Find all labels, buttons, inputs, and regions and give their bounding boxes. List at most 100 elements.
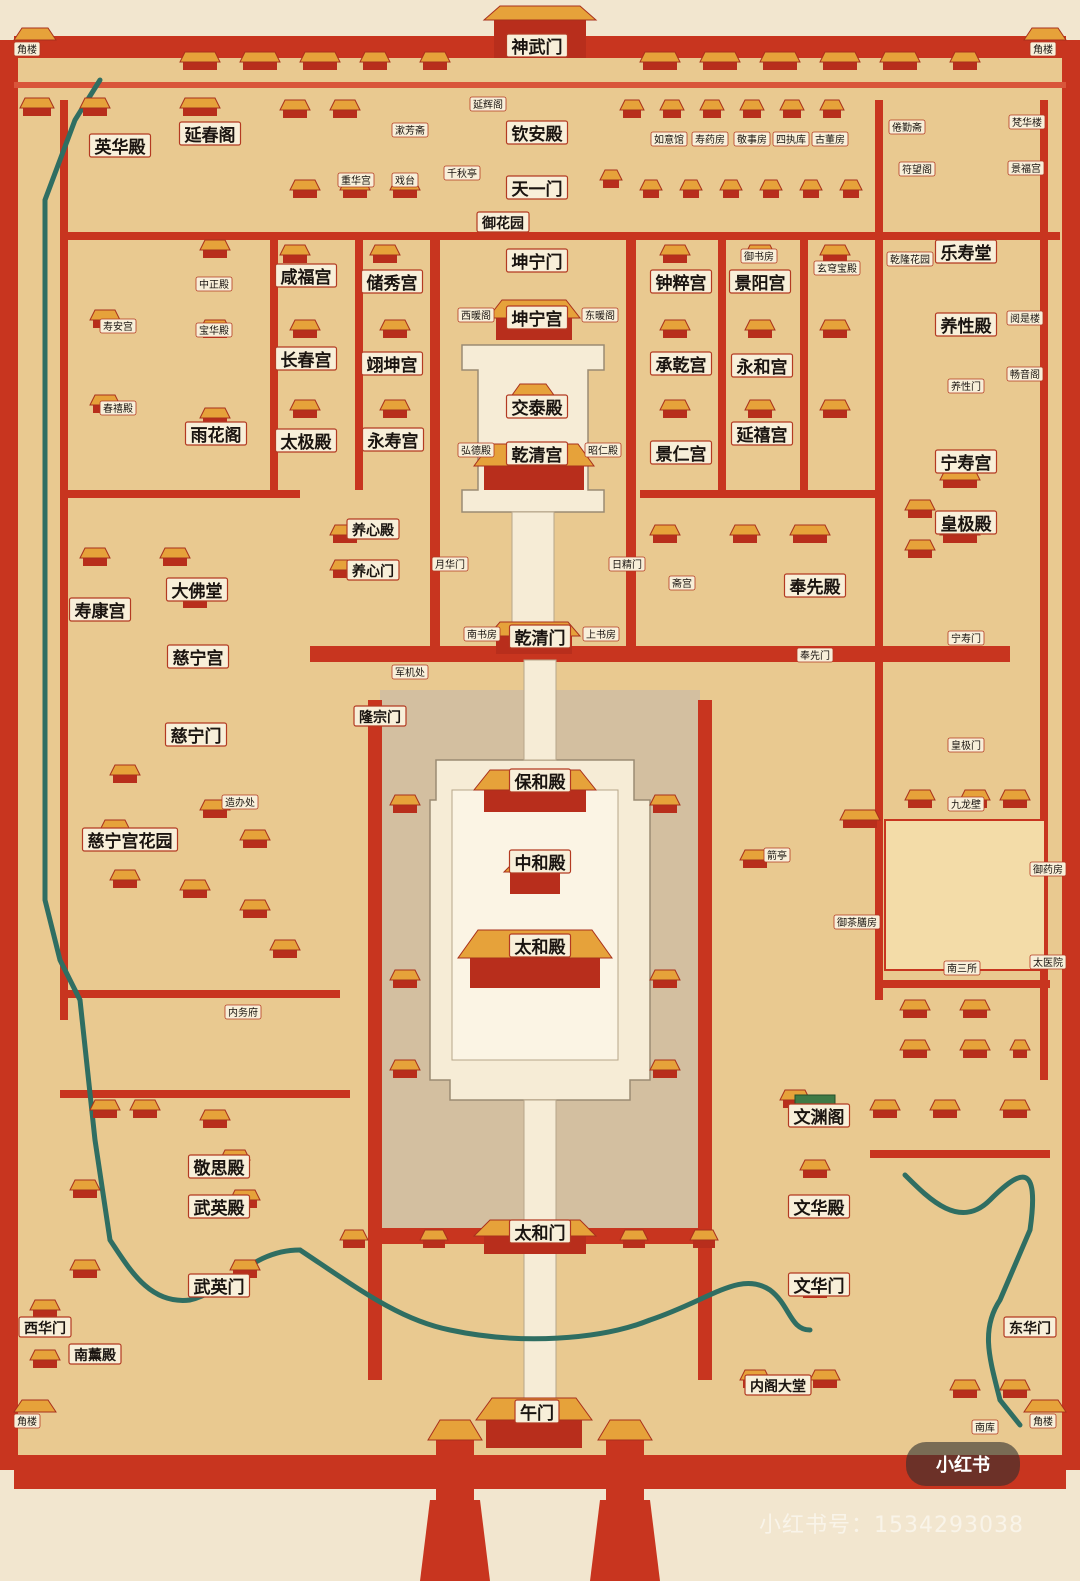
building-roof — [329, 99, 361, 111]
building-body — [663, 109, 681, 118]
building-body — [393, 189, 417, 198]
corner-towers — [13, 27, 1067, 1413]
baohedian-label: 保和殿 — [514, 772, 567, 793]
yangxingdian-plate — [934, 312, 998, 337]
building-roof — [179, 97, 221, 109]
building-roof — [744, 319, 776, 331]
building-body — [643, 189, 659, 198]
fuwangge-plate — [898, 161, 936, 177]
chunxidian-label: 春禧殿 — [103, 402, 133, 415]
building-body — [813, 1379, 837, 1388]
nanku-plate — [971, 1419, 999, 1435]
jingyanggong-plate — [728, 269, 792, 294]
sizhiku-plate — [772, 131, 810, 147]
yangxinmen-plate — [346, 559, 400, 581]
jiulongbi-plate — [947, 796, 985, 812]
building-roof — [659, 244, 691, 256]
building-body — [943, 534, 977, 543]
building-body — [933, 1109, 957, 1118]
building-body — [908, 799, 932, 808]
building-body — [1003, 1389, 1027, 1398]
building-roof — [809, 1369, 841, 1381]
neigedatang-label: 内阁大堂 — [750, 1378, 806, 1395]
building-roof — [999, 789, 1031, 801]
building-body — [73, 1189, 97, 1198]
building-roof — [819, 319, 851, 331]
zaobanchu-plate — [221, 794, 259, 810]
wenhuadian-label: 文华殿 — [794, 1198, 846, 1219]
fuwangge-label: 符望阁 — [902, 163, 932, 176]
building-body — [823, 61, 857, 70]
building-body — [963, 1009, 987, 1018]
zhaorendian-plate — [584, 442, 622, 458]
building-body — [623, 109, 641, 118]
building-body — [703, 61, 737, 70]
shufangzhai-label: 漱芳斋 — [395, 124, 425, 137]
meridian-approach — [0, 1489, 1080, 1581]
nanxundian-label: 南薰殿 — [74, 1347, 117, 1364]
golden-water-river-south — [297, 1247, 813, 1342]
jiaolou_ne-label: 角楼 — [1033, 43, 1053, 56]
building-roof — [649, 794, 681, 806]
building-body — [953, 1389, 977, 1398]
qianqiuting-label: 千秋亭 — [447, 167, 477, 180]
cininggong-label: 慈宁宫 — [173, 648, 224, 669]
building-body — [183, 889, 207, 898]
jingshifang-plate — [733, 131, 771, 147]
jiaolou_ne-plate — [1029, 41, 1057, 57]
building-roof — [389, 969, 421, 981]
fengxiandian-label: 奉先殿 — [789, 577, 842, 598]
longzongmen-plate — [353, 705, 407, 727]
fengxiandian-plate — [783, 573, 847, 598]
wuyingdian-plate — [187, 1194, 251, 1219]
huangjimen-label: 皇极门 — [951, 739, 981, 752]
yuyaofang-plate — [1029, 861, 1067, 877]
yangxindian-label: 养心殿 — [351, 522, 395, 539]
building-roof — [949, 1379, 981, 1391]
fengxianmen-plate — [796, 647, 834, 663]
building-body — [273, 949, 297, 958]
building-body — [283, 109, 307, 118]
yangxingmen-plate — [947, 378, 985, 394]
building-roof — [639, 179, 663, 191]
building-body — [183, 599, 207, 608]
building-body — [343, 189, 367, 198]
shoukanggong-label: 寿康宫 — [75, 601, 126, 622]
shenwumen-label: 神武门 — [512, 37, 563, 58]
changchungong-label: 长春宫 — [281, 350, 332, 371]
building-body — [748, 329, 772, 338]
jingrengong-plate — [649, 440, 713, 465]
building-roof — [929, 1099, 961, 1111]
yikungong-plate — [360, 351, 424, 376]
building-roof — [69, 1259, 101, 1271]
building-roof — [179, 879, 211, 891]
yonghegong-plate — [730, 353, 794, 378]
chuxiugong-label: 储秀宫 — [367, 273, 418, 294]
building-body — [963, 1049, 987, 1058]
gudongfang-label: 古董房 — [815, 133, 845, 146]
building-roof — [659, 99, 685, 111]
building-roof — [199, 407, 231, 419]
building-body — [743, 109, 761, 118]
chuxiugong-plate — [360, 269, 424, 294]
jiaolou_sw-plate — [13, 1413, 41, 1429]
building-roof — [899, 999, 931, 1011]
building-roof — [639, 51, 681, 63]
zhongcuigong-plate — [649, 269, 713, 294]
junjichu-plate — [391, 664, 429, 680]
building-body — [33, 1359, 57, 1368]
wumen-plate — [514, 1399, 560, 1424]
yangxinmen-label: 养心门 — [351, 563, 394, 580]
building-roof — [744, 399, 776, 411]
building-body — [823, 329, 847, 338]
building-body — [823, 254, 847, 263]
building-roof — [89, 309, 121, 321]
dafotang-plate — [165, 577, 229, 602]
golden-water-river-east — [902, 1172, 1036, 1428]
changyinge-plate — [1006, 366, 1044, 382]
ciningmen-plate — [164, 722, 228, 747]
building-body — [133, 1109, 157, 1118]
watermark-text: 小红书号：1534293038 — [759, 1513, 1024, 1538]
yuyaofang-label: 御药房 — [1033, 863, 1063, 876]
qinandian-plate — [505, 120, 569, 145]
